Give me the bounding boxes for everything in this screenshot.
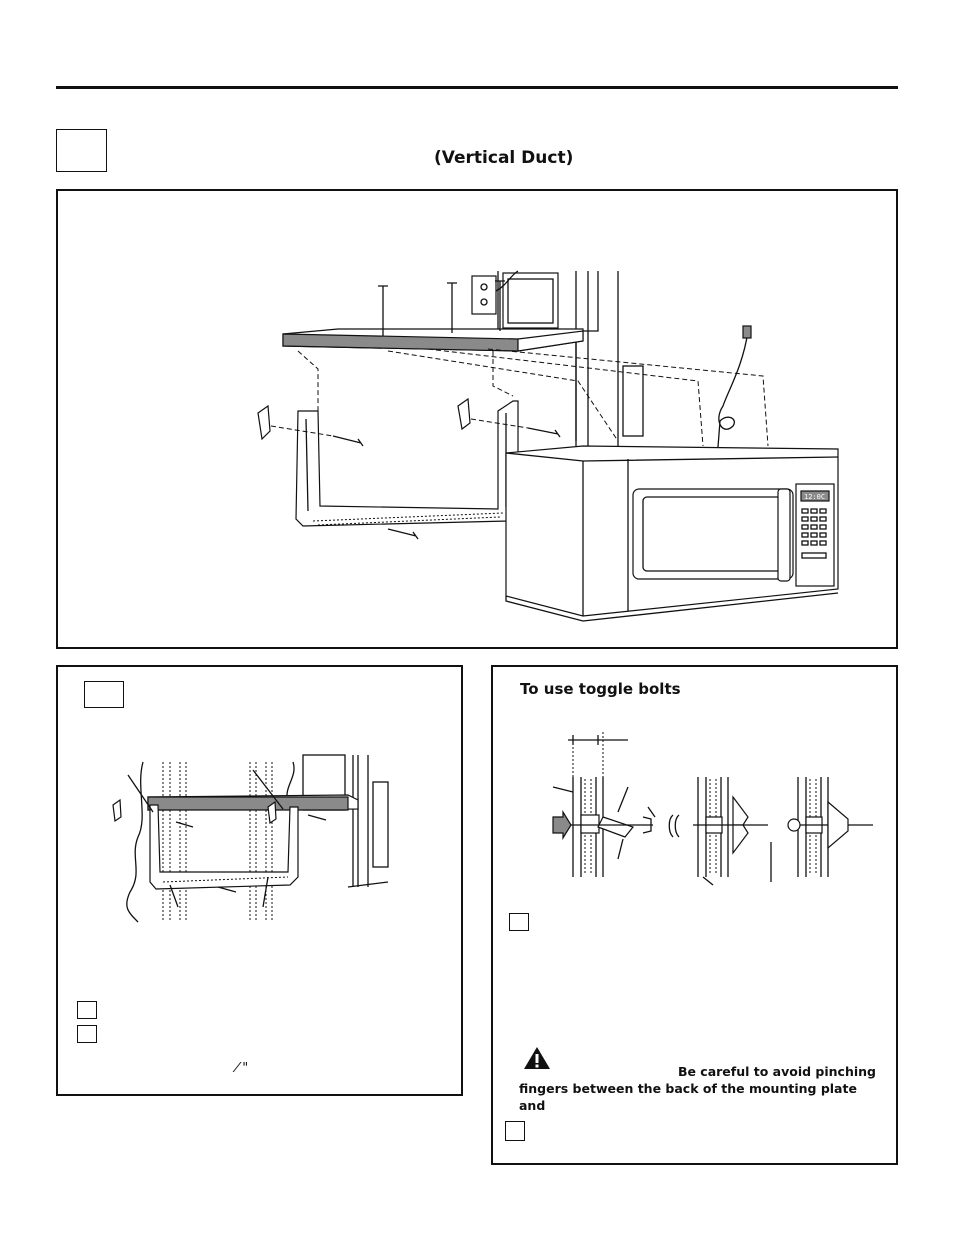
clock-display: 12:0C xyxy=(804,493,825,501)
alignment-lines xyxy=(297,348,769,447)
mounting-plate xyxy=(149,804,299,890)
top-rule xyxy=(56,86,898,89)
fraction-mark: ⁄ " xyxy=(236,1061,249,1076)
toggle-bolt-wings xyxy=(257,397,471,441)
toggle-step-1 xyxy=(552,777,656,877)
microwave-oven: 12:0C xyxy=(505,445,839,622)
toggle-step-box-1 xyxy=(509,913,529,931)
mounting-bolts xyxy=(270,418,561,540)
caution-line-1: Be careful to avoid pinching xyxy=(677,1064,876,1079)
installation-illustration-panel: 12:0C xyxy=(56,189,898,649)
microwave-mounting-diagram: 12:0C xyxy=(257,270,839,622)
power-cord xyxy=(717,325,752,448)
bracket-detail-panel: ⁄ " xyxy=(56,665,463,1096)
toggle-wing-right xyxy=(267,800,277,825)
step-number-box xyxy=(56,129,107,172)
caution-text: Be careful to avoid pinching fingers bet… xyxy=(519,1063,879,1114)
step-box-1 xyxy=(77,1001,97,1019)
wall-outlet xyxy=(471,270,519,315)
wall-edge xyxy=(126,761,144,923)
top-cabinet-template xyxy=(282,328,584,352)
wall-cabinet xyxy=(497,271,644,446)
toggle-bolt-title: To use toggle bolts xyxy=(520,680,681,698)
toggle-step-box-2 xyxy=(505,1121,525,1141)
toggle-bolt-panel: To use toggle bolts xyxy=(491,665,898,1165)
top-screws xyxy=(378,280,505,336)
toggle-step-3 xyxy=(787,777,873,877)
warning-triangle-icon xyxy=(524,1047,550,1069)
template-shading xyxy=(147,796,349,811)
toggle-step-2 xyxy=(668,777,772,886)
step-box-a xyxy=(84,681,124,708)
wall-studs xyxy=(162,762,273,922)
section-heading: (Vertical Duct) xyxy=(434,148,574,168)
step-box-2 xyxy=(77,1025,97,1043)
plate-holes xyxy=(162,876,289,883)
toggle-bolt-diagram xyxy=(552,732,873,886)
wall-mounting-plate xyxy=(295,400,519,527)
keypad xyxy=(801,508,827,559)
callout-leaders xyxy=(127,769,284,908)
mounting-bolts xyxy=(175,814,327,893)
toggle-wing-left xyxy=(112,798,122,823)
upper-cabinet xyxy=(286,754,389,888)
caution-line-2: fingers between the back of the mounting… xyxy=(519,1081,857,1113)
wall-stud-diagram xyxy=(112,754,389,923)
